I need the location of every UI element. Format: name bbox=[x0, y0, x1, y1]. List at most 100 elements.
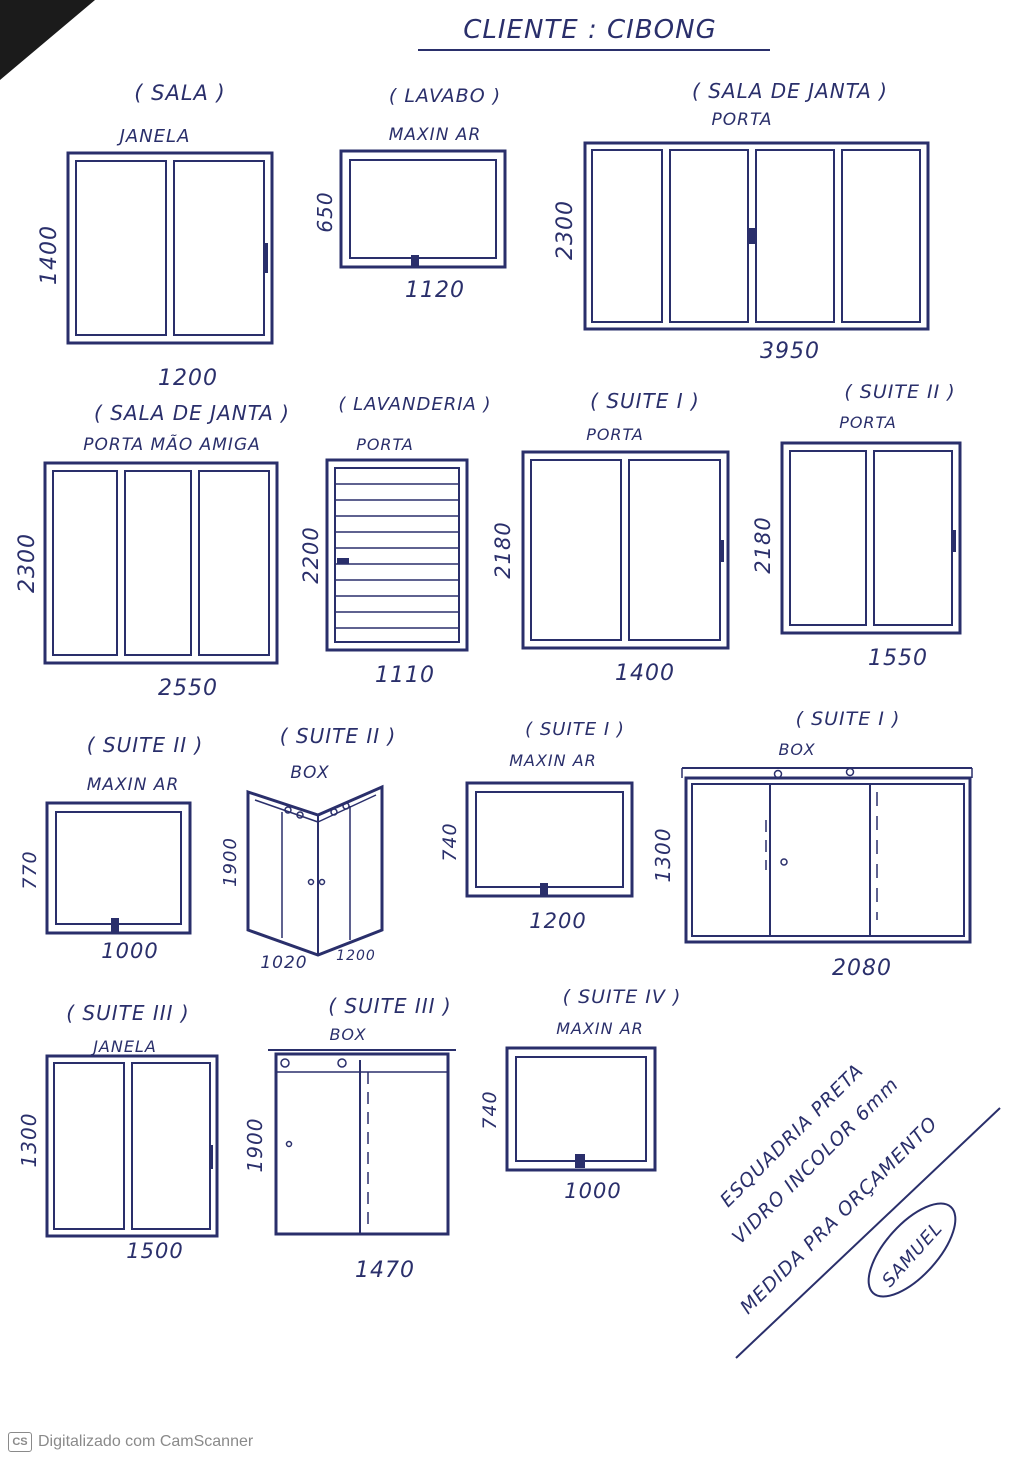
item-suite-2-maxin-ar: ( SUITE II ) MAXIN AR 770 1000 bbox=[19, 733, 202, 963]
width-label: 2550 bbox=[158, 676, 218, 701]
pane-1 bbox=[591, 149, 663, 323]
knob-icon bbox=[307, 878, 315, 886]
pane-3 bbox=[755, 149, 835, 323]
handle-icon bbox=[264, 243, 268, 273]
width-label: 1200 bbox=[529, 909, 586, 933]
knob-icon bbox=[285, 1140, 293, 1148]
pane-2 bbox=[669, 149, 749, 323]
item-lavanderia-porta: ( LAVANDERIA ) PORTA 2200 1110 bbox=[299, 394, 491, 688]
height-label: 2200 bbox=[299, 526, 323, 583]
item-room: ( SUITE I ) bbox=[796, 708, 901, 730]
item-type: PORTA bbox=[839, 413, 897, 432]
item-room: ( SUITE II ) bbox=[280, 724, 397, 748]
height-label: 740 bbox=[439, 822, 461, 861]
height-label: 1300 bbox=[17, 1113, 41, 1168]
width-label: 2080 bbox=[832, 956, 892, 981]
width-label: 1470 bbox=[355, 1258, 415, 1283]
height-label: 2180 bbox=[491, 521, 515, 578]
handle-icon bbox=[411, 255, 419, 267]
item-suite-2-box: ( SUITE II ) BOX 1900 1020 1200 bbox=[220, 724, 397, 973]
item-suite-4-maxin-ar: ( SUITE IV ) MAXIN AR 740 1000 bbox=[479, 986, 680, 1203]
scanner-footer: CS Digitalizado com CamScanner bbox=[8, 1430, 253, 1454]
pane-left bbox=[789, 450, 867, 626]
roller-icon bbox=[337, 1058, 347, 1068]
width-label: 1500 bbox=[126, 1239, 183, 1263]
item-room: ( SALA DE JANTA ) bbox=[94, 401, 290, 425]
handle-icon bbox=[720, 540, 724, 562]
handle-icon bbox=[111, 918, 119, 932]
item-suite-2-porta: ( SUITE II ) PORTA 2180 1550 bbox=[751, 381, 962, 671]
item-suite-1-box: ( SUITE I ) BOX 1300 2080 bbox=[651, 708, 973, 981]
handle-icon bbox=[209, 1145, 213, 1169]
roller-icon bbox=[845, 767, 855, 777]
pane bbox=[349, 159, 497, 259]
item-suite-1-porta: ( SUITE I ) PORTA 2180 1400 bbox=[491, 389, 730, 686]
height-label: 770 bbox=[19, 850, 41, 889]
pane-right bbox=[131, 1062, 211, 1230]
frame-outer bbox=[684, 776, 972, 944]
frame-outer bbox=[780, 441, 962, 635]
item-room: ( SUITE III ) bbox=[66, 1001, 189, 1025]
item-sala-janela: ( SALA ) JANELA 1400 1200 bbox=[37, 81, 274, 391]
height-label: 740 bbox=[479, 1090, 501, 1129]
handle-icon bbox=[575, 1154, 585, 1168]
roller-icon bbox=[773, 769, 783, 779]
frame-outer bbox=[66, 151, 274, 345]
item-type: MAXIN AR bbox=[87, 775, 180, 795]
item-room: ( LAVANDERIA ) bbox=[338, 394, 491, 415]
item-type: PORTA MÃO AMIGA bbox=[83, 433, 261, 455]
height-label: 1400 bbox=[37, 225, 62, 285]
pane-right bbox=[628, 459, 721, 641]
roller-icon bbox=[330, 808, 338, 816]
pane-2 bbox=[124, 470, 192, 656]
pane-left bbox=[530, 459, 622, 641]
roller-icon bbox=[284, 806, 292, 814]
item-type: MAXIN AR bbox=[389, 125, 482, 145]
sketch-canvas: CLIENTE : CIBONG ( SALA ) JANELA 1400 12… bbox=[0, 0, 1001, 1359]
item-suite-3-box: ( SUITE III ) BOX 1900 1470 bbox=[243, 994, 456, 1283]
camscanner-logo-icon: CS bbox=[8, 1432, 32, 1452]
width-label: 1020 bbox=[260, 953, 307, 973]
item-room: ( SUITE III ) bbox=[328, 994, 451, 1018]
signature: SAMUEL bbox=[878, 1218, 947, 1291]
height-label: 2300 bbox=[15, 533, 40, 593]
frame-outer bbox=[339, 149, 507, 269]
width-label: 1000 bbox=[101, 939, 158, 963]
item-room: ( SUITE I ) bbox=[525, 719, 625, 740]
pane bbox=[515, 1056, 647, 1162]
item-room: ( LAVABO ) bbox=[389, 85, 501, 107]
box-outline bbox=[246, 784, 384, 957]
frame-outer bbox=[505, 1046, 657, 1172]
height-label: 1300 bbox=[651, 828, 675, 883]
frame-outer bbox=[465, 781, 634, 898]
scan-corner bbox=[0, 0, 95, 80]
note-underline bbox=[735, 1107, 1001, 1359]
item-lavabo-maxin-ar: ( LAVABO ) MAXIN AR 650 1120 bbox=[313, 85, 507, 303]
pane-right bbox=[873, 450, 953, 626]
handle-icon bbox=[748, 228, 756, 244]
item-sala-de-janta-porta: ( SALA DE JANTA ) PORTA 2300 3950 bbox=[553, 79, 930, 364]
width-label: 1110 bbox=[375, 663, 435, 688]
item-sala-de-janta-porta-mao-amiga: ( SALA DE JANTA ) PORTA MÃO AMIGA 2300 2… bbox=[15, 401, 290, 701]
item-type: MAXIN AR bbox=[556, 1019, 644, 1038]
item-type: PORTA bbox=[712, 110, 773, 130]
signature-circle bbox=[867, 1202, 957, 1298]
item-room: ( SUITE II ) bbox=[844, 381, 955, 403]
frame-outer bbox=[45, 1054, 219, 1238]
scanner-footer-text: Digitalizado com CamScanner bbox=[38, 1433, 254, 1450]
width2-label: 1200 bbox=[336, 948, 376, 964]
frame-inner bbox=[691, 783, 965, 937]
item-type: JANELA bbox=[117, 126, 191, 147]
item-type: MAXIN AR bbox=[509, 751, 597, 770]
item-type: BOX bbox=[290, 763, 329, 783]
item-suite-3-janela: ( SUITE III ) JANELA 1300 1500 bbox=[17, 1001, 219, 1263]
item-type: BOX bbox=[329, 1025, 366, 1044]
item-room: ( SUITE I ) bbox=[590, 389, 700, 413]
handle-icon bbox=[540, 883, 548, 895]
pane-4 bbox=[841, 149, 921, 323]
door-leaf bbox=[334, 467, 460, 643]
height-label: 2180 bbox=[751, 516, 775, 573]
width-label: 1120 bbox=[405, 278, 465, 303]
item-type: JANELA bbox=[90, 1037, 157, 1056]
